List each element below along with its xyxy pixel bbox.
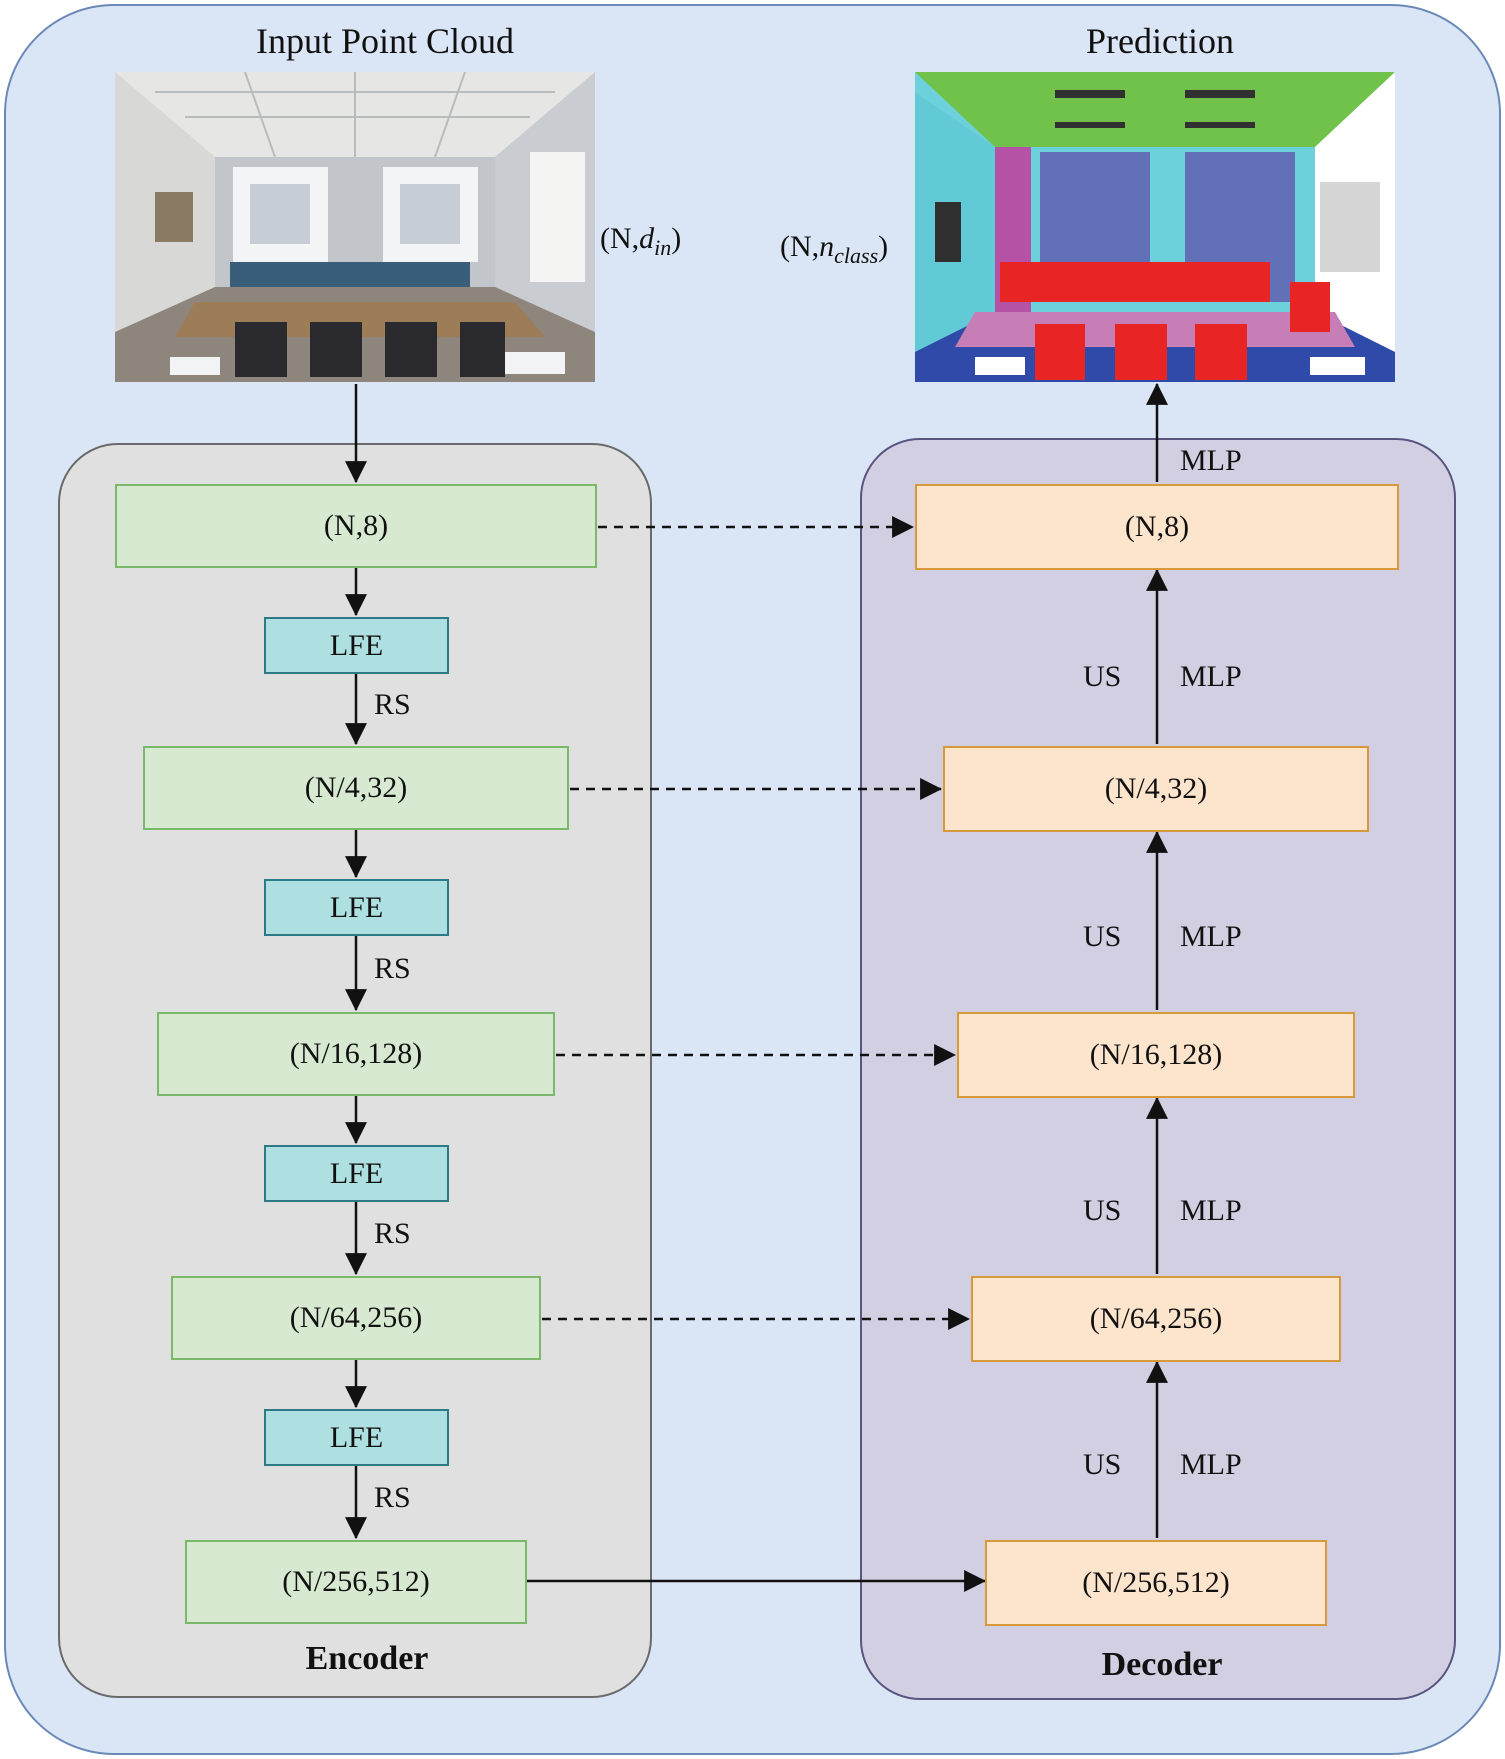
- encoder-box-3: (N/16,128): [157, 1012, 555, 1096]
- us-label-1: US: [1083, 660, 1122, 693]
- prediction-dimension-label: (N,nclass): [780, 230, 889, 268]
- mlp-label-3: MLP: [1180, 1194, 1242, 1227]
- decoder-box-3: (N/16,128): [957, 1012, 1355, 1098]
- decoder-box-4: (N/64,256): [971, 1276, 1341, 1362]
- prediction-image: [915, 72, 1395, 382]
- decoder-box-1: (N,8): [915, 484, 1399, 570]
- encoder-box-4: (N/64,256): [171, 1276, 541, 1360]
- mlp-label-4: MLP: [1180, 1448, 1242, 1481]
- encoder-box-1: (N,8): [115, 484, 597, 568]
- lfe-box-2: LFE: [264, 879, 449, 936]
- us-label-3: US: [1083, 1194, 1122, 1227]
- decoder-box-5: (N/256,512): [985, 1540, 1327, 1626]
- us-label-4: US: [1083, 1448, 1122, 1481]
- rs-label-1: RS: [374, 688, 411, 721]
- mlp-label-1: MLP: [1180, 660, 1242, 693]
- encoder-label: Encoder: [305, 1640, 429, 1677]
- rs-label-2: RS: [374, 952, 411, 985]
- input-title: Input Point Cloud: [255, 21, 515, 61]
- decoder-box-2: (N/4,32): [943, 746, 1369, 832]
- input-point-cloud-image: [115, 72, 595, 382]
- decoder-label: Decoder: [1101, 1646, 1223, 1683]
- encoder-box-2: (N/4,32): [143, 746, 569, 830]
- rs-label-4: RS: [374, 1481, 411, 1514]
- lfe-box-3: LFE: [264, 1145, 449, 1202]
- mlp-label-2: MLP: [1180, 920, 1242, 953]
- lfe-box-4: LFE: [264, 1409, 449, 1466]
- encoder-box-5: (N/256,512): [185, 1540, 527, 1624]
- us-label-2: US: [1083, 920, 1122, 953]
- mlp-label-top: MLP: [1180, 444, 1242, 477]
- prediction-title: Prediction: [1086, 21, 1234, 61]
- input-dimension-label: (N,din): [600, 222, 682, 260]
- rs-label-3: RS: [374, 1217, 411, 1250]
- lfe-box-1: LFE: [264, 617, 449, 674]
